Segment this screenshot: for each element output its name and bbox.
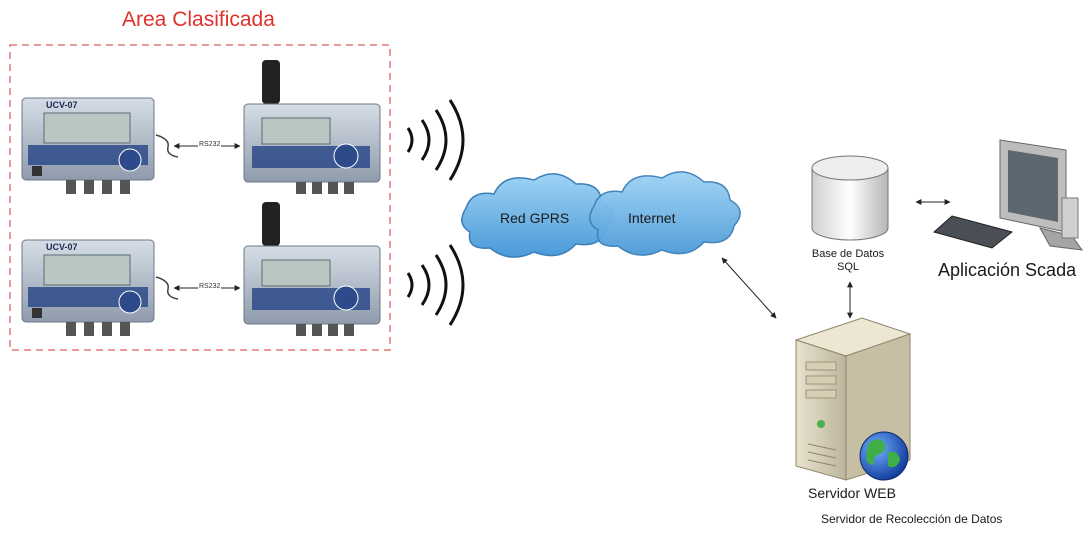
meter-label: UCV-07 [46,100,78,110]
keyboard-icon [932,215,1014,249]
database-label-line2: SQL [836,261,859,273]
wireless-signal-icon [406,244,465,326]
device-row-2 [21,202,465,336]
globe-icon [859,431,909,481]
internet-cloud [589,171,741,256]
meter-device [21,239,155,336]
gprs-cloud-label: Red GPRS [500,210,570,226]
internet-cloud-label: Internet [628,210,676,226]
scada-label: Aplicación Scada [938,260,1077,280]
wireless-signal-icon [406,99,465,181]
classified-area-border [9,44,391,351]
database-icon [811,155,889,241]
computer-monitor-icon [999,139,1084,251]
rs232-label: RS232 [198,141,222,148]
meter-label: UCV-07 [46,242,78,252]
collection-server-label: Servidor de Recolección de Datos [821,512,1003,526]
device-row-1 [21,60,465,194]
database-label: Base de Datos SQL [800,248,896,274]
gprs-modem [243,60,381,194]
meter-device [21,97,155,194]
double-arrow-icon [721,257,777,319]
web-server-label: Servidor WEB [808,485,896,501]
database-label-line1: Base de Datos [811,248,885,260]
rs232-label: RS232 [198,283,222,290]
gprs-modem [243,202,381,336]
area-title: Area Clasificada [122,8,275,31]
